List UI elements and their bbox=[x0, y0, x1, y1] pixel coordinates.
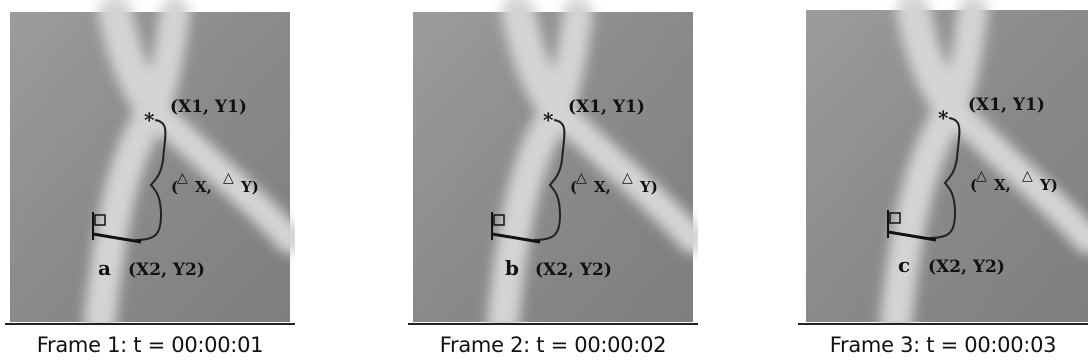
delta-x-glyph: △ bbox=[976, 168, 987, 184]
delta-x-label: X, bbox=[994, 176, 1011, 194]
delta-open: ( bbox=[970, 176, 977, 194]
delta-y-label: Y) bbox=[240, 178, 259, 196]
delta-open: ( bbox=[570, 178, 577, 196]
point1-label: (X1, Y1) bbox=[968, 95, 1045, 115]
delta-x-label: X, bbox=[594, 178, 611, 196]
displacement-brace bbox=[134, 119, 167, 241]
delta-open: ( bbox=[171, 178, 178, 196]
frame-divider bbox=[408, 323, 698, 325]
frame-caption: Frame 3: t = 00:00:03 bbox=[829, 333, 1057, 357]
frame-caption: Frame 2: t = 00:00:02 bbox=[439, 333, 667, 357]
point1-label: (X1, Y1) bbox=[170, 97, 247, 117]
delta-y-glyph: △ bbox=[223, 170, 234, 186]
point2-label: (X2, Y2) bbox=[128, 260, 205, 280]
displacement-brace bbox=[928, 117, 961, 239]
frame-divider bbox=[5, 323, 295, 325]
delta-y-glyph: △ bbox=[1022, 168, 1033, 184]
delta-y-label: Y) bbox=[1039, 176, 1058, 194]
delta-y-label: Y) bbox=[639, 178, 658, 196]
point2-label: (X2, Y2) bbox=[535, 260, 612, 280]
frame-letter: b bbox=[505, 256, 519, 280]
measurement-line bbox=[92, 232, 142, 244]
frame-panel-3: * (X1, Y1) ( △ X, △ Y) c (X2, Y2) Frame … bbox=[798, 0, 1088, 363]
delta-x-glyph: △ bbox=[177, 170, 188, 186]
tracked-point-marker: * bbox=[144, 108, 155, 132]
point1-label: (X1, Y1) bbox=[568, 97, 645, 117]
tracked-point-marker: * bbox=[543, 108, 554, 132]
frame-divider bbox=[798, 323, 1088, 325]
frame-letter: a bbox=[98, 256, 111, 280]
right-angle-marker bbox=[493, 214, 505, 226]
delta-y-glyph: △ bbox=[622, 170, 633, 186]
frame-panel-1: * (X1, Y1) ( △ X, △ Y) a (X2, Y2) Frame … bbox=[5, 0, 295, 363]
microscopy-image-1: * (X1, Y1) ( △ X, △ Y) a (X2, Y2) bbox=[10, 0, 295, 325]
frame-letter: c bbox=[898, 253, 910, 277]
point2-label: (X2, Y2) bbox=[928, 257, 1005, 277]
measurement-line bbox=[491, 232, 541, 244]
tracked-point-marker: * bbox=[938, 106, 949, 130]
microscopy-image-3: * (X1, Y1) ( △ X, △ Y) c (X2, Y2) bbox=[806, 0, 1088, 325]
delta-x-label: X, bbox=[195, 178, 212, 196]
measurement-line bbox=[887, 230, 937, 242]
frame-caption: Frame 1: t = 00:00:01 bbox=[36, 333, 264, 357]
delta-x-glyph: △ bbox=[576, 170, 587, 186]
right-angle-marker bbox=[889, 212, 901, 224]
microscopy-image-2: * (X1, Y1) ( △ X, △ Y) b (X2, Y2) bbox=[413, 0, 698, 325]
frame-panel-2: * (X1, Y1) ( △ X, △ Y) b (X2, Y2) Frame … bbox=[408, 0, 698, 363]
right-angle-marker bbox=[94, 214, 106, 226]
displacement-brace bbox=[533, 119, 566, 241]
